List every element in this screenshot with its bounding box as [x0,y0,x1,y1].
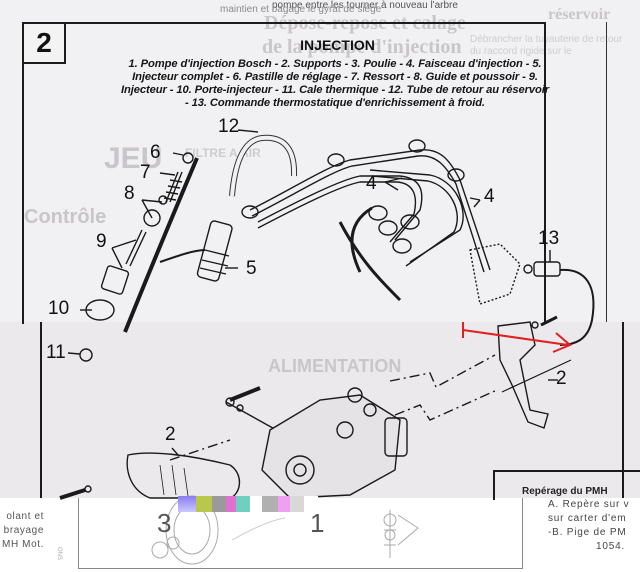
callout-2-left: 2 [165,424,176,445]
callout-11: 11 [46,342,66,363]
bottom-diagram-frame [78,498,523,569]
callout-5: 5 [246,258,257,279]
callout-4-left: 4 [366,173,377,194]
figure-title: INJECTION [300,37,375,53]
side-code: ONS [56,547,62,561]
scan-bottom-region [0,498,640,572]
shim-part [182,152,194,164]
pusher-part [143,209,161,227]
separator-curve-right [338,221,402,302]
middle-frame [40,322,497,498]
bottom-label-3: 3 [157,508,172,538]
injection-harness [249,149,491,271]
callout-6: 6 [150,142,161,163]
pmh-line: sur carter d'em [548,513,627,524]
bottom-label-1: 1 [310,508,325,538]
annotation-arrow [462,322,572,353]
callout-8: 8 [124,183,135,204]
bleed-right-col-1: Débrancher la tuyauterie de retour [470,34,623,45]
harness-nut [392,238,412,254]
pmh-line: A. Repère sur v [548,499,630,510]
left-margin-text: olant et brayage MH Mot. [0,510,44,552]
figure-legend: 1. Pompe d'injection Bosch - 2. Supports… [80,58,590,110]
callout-2-right: 2 [556,368,567,389]
injector-body [100,265,130,295]
left-margin-line: olant et [6,511,44,522]
left-margin-line: MH Mot. [2,539,44,550]
injection-pump [261,394,401,499]
bleed-watermark-controle: Contrôle [24,206,107,228]
complete-injector [196,220,233,282]
left-margin-line: brayage [3,525,44,536]
harness-nut [378,220,398,236]
legend-line: - 13. Commande thermostatique d'enrichis… [185,97,485,109]
support-bracket [497,321,549,429]
bleed-heading-line2: de la pompe d'injection [262,36,462,58]
callout-13: 13 [538,228,560,249]
pmh-box [493,470,640,500]
callout-7: 7 [140,162,151,183]
pmh-caption: A. Repère sur v sur carter d'em -B. Pige… [548,498,629,554]
legend-line: Injecteur - 10. Porte-injecteur - 11. Ca… [120,84,550,96]
thermal-washer [79,348,93,362]
pmh-title: Repérage du PMH [522,486,608,497]
pmh-line: -B. Pige de PM [548,527,627,538]
harness-nut [368,205,388,221]
callout-10: 10 [48,298,70,319]
legend-line: Injecteur complet - 6. Pastille de régla… [132,71,538,83]
thermostatic-control [533,261,561,277]
bleed-watermark-alimentation: ALIMENTATION [268,356,402,376]
bleed-right-col-2: du raccord rigide sur le [470,46,572,57]
pmh-line: 1054. [596,541,626,552]
callout-9: 9 [96,231,107,252]
callout-4-right: 4 [484,186,495,207]
separator-curve [123,157,199,333]
callout-12: 12 [218,116,240,137]
guide-part [158,195,168,205]
legend-line: 1. Pompe d'injection Bosch - 2. Supports… [128,58,542,70]
bleed-left-col-1: maintien et bagage le gyrat de siège [220,4,382,15]
spring-part [163,171,183,203]
middle-frame-right [622,322,624,498]
harness-nut [400,214,420,230]
figure-frame [22,22,546,324]
column-divider [606,22,607,322]
injector-needle [125,229,147,267]
pump-support [126,452,241,499]
bleed-heading-right: réservoir [548,6,611,23]
bleed-top-text: pompe entre les tourner à nouveau l'arbr… [272,0,458,11]
bleed-watermark-jeu: JEU [104,142,163,175]
scan-glitch-artifact [178,496,318,512]
figure-number-badge: 2 [22,22,66,64]
